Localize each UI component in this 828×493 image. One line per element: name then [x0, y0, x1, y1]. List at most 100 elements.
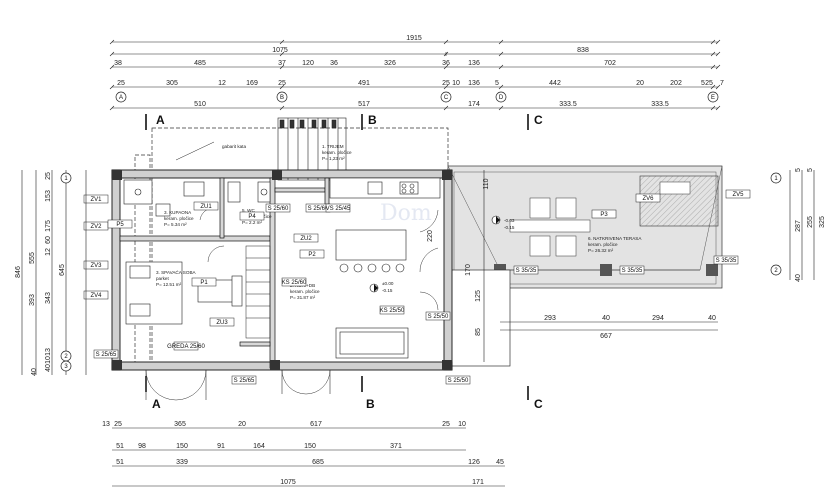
axis-label-d: D [499, 95, 504, 101]
section-mark-b-top: B [368, 113, 377, 127]
level-value: -0.03 [504, 218, 515, 223]
dim-value: 491 [358, 80, 370, 87]
upper-floor-label: gabarit kata [222, 144, 246, 149]
tag-frame [83, 260, 109, 270]
dim-value: 1075 [280, 479, 296, 486]
dimension-tick [279, 51, 285, 57]
dim-value: 126 [468, 459, 480, 466]
dim-value: 20 [636, 80, 644, 87]
dim-value: 7 [720, 80, 724, 87]
dim-value: 174 [468, 101, 480, 108]
house-pillars [112, 170, 452, 370]
dim-value: 45 [496, 459, 504, 466]
element-tag-label: ZV6 [642, 196, 654, 202]
dim-value: 325 [819, 216, 826, 228]
dim-value: 220 [427, 230, 434, 242]
axis-label-c: C [444, 95, 449, 101]
dim-overall-width: 1915 [406, 35, 422, 42]
axis-label-2: 2 [64, 354, 68, 360]
dim-value: 175 [45, 220, 52, 232]
dim-value: 702 [604, 60, 616, 67]
dim-value: 40 [602, 315, 610, 322]
section-lines [145, 114, 529, 400]
element-tag-label: P3 [600, 212, 608, 218]
dim-value: 38 [114, 60, 122, 67]
room-name: 1. TRIJEM [322, 144, 344, 149]
room-name: 3. KUPAONA [164, 210, 192, 215]
dim-value: 25 [45, 172, 52, 180]
tag-frame [445, 375, 471, 385]
dim-value: 40 [795, 274, 802, 282]
dimension-tick [710, 84, 716, 90]
terrace-dimension-chains [483, 170, 718, 362]
element-tag-label: S 25/50 [448, 378, 469, 384]
dim-value: 12 [45, 248, 52, 256]
room-area: P= 1,23 m² [322, 156, 345, 161]
dim-value: 5 [701, 80, 705, 87]
dim-value: 293 [544, 315, 556, 322]
dim-value: 333.5 [559, 101, 577, 108]
dim-value: 36 [330, 60, 338, 67]
dimension-tick [443, 84, 449, 90]
axis-bubbles-top [115, 91, 719, 103]
axis-label-2-right: 2 [774, 268, 778, 274]
dimension-tick [715, 39, 721, 45]
element-tag-label: VS 25/45 [326, 206, 351, 212]
dim-value: 150 [304, 443, 316, 450]
element-tag-label: S 25/65 [234, 378, 255, 384]
dim-value: 645 [59, 264, 66, 276]
dimension-tick [498, 84, 504, 90]
room-floor: parket [156, 276, 169, 281]
terrace-table-set [509, 197, 591, 257]
level-value: -0.15 [382, 288, 393, 293]
room-kupaona: 3. KUPAONA keram. pločice P= 5.34 m² [164, 210, 194, 227]
dimension-tick [498, 105, 504, 111]
element-tag-label: P2 [308, 252, 316, 258]
dim-value: 136 [468, 80, 480, 87]
dimension-tick [715, 105, 721, 111]
element-tag-label: ZV4 [90, 293, 102, 299]
level-marker-terrace [491, 215, 501, 225]
dim-value: 305 [166, 80, 178, 87]
element-tag-label: GREDA 25/60 [167, 344, 205, 350]
terrace-lower-deck [447, 269, 511, 367]
dimension-tick [279, 84, 285, 90]
dimension-tick [279, 64, 285, 70]
tag-frame [299, 249, 325, 259]
dim-value: 365 [174, 421, 186, 428]
dim-value: 171 [472, 479, 484, 486]
section-mark-a-bottom: A [152, 397, 161, 411]
level-value: ±0.00 [382, 281, 394, 286]
dim-value: 202 [670, 80, 682, 87]
tag-frame [425, 311, 451, 321]
dim-value: 169 [246, 80, 258, 87]
dim-value: 333.5 [651, 101, 669, 108]
dim-value: 51 [116, 459, 124, 466]
dim-value: 10 [45, 356, 52, 364]
element-tag-label: P5 [116, 222, 124, 228]
bathroom-fixtures [123, 179, 271, 217]
tag-frame [591, 209, 617, 219]
bottom-dimension-chains [112, 427, 505, 487]
dimension-tick [710, 64, 716, 70]
dim-value: 91 [217, 443, 225, 450]
dim-value: 51 [116, 443, 124, 450]
dim-value: 25 [117, 80, 125, 87]
dimension-tick [710, 51, 716, 57]
dim-value: 25 [442, 421, 450, 428]
section-mark-c-bottom: C [534, 397, 543, 411]
element-tag-label: S 35/35 [622, 268, 643, 274]
dim-value: 150 [176, 443, 188, 450]
dim-value: 85 [475, 328, 482, 336]
dimension-tick [498, 51, 504, 57]
dimension-tick [498, 64, 504, 70]
watermark-logo: Dom [380, 201, 432, 226]
dim-value: 25 [278, 80, 286, 87]
axis-label-3: 3 [64, 364, 68, 370]
tag-frame [513, 265, 539, 275]
element-tag-label: S 25/60 [308, 206, 329, 212]
dim-value: 170 [465, 264, 472, 276]
element-tag-label: ZV5 [732, 192, 744, 198]
axis-label-b: B [280, 95, 284, 101]
dimension-tick [443, 51, 449, 57]
